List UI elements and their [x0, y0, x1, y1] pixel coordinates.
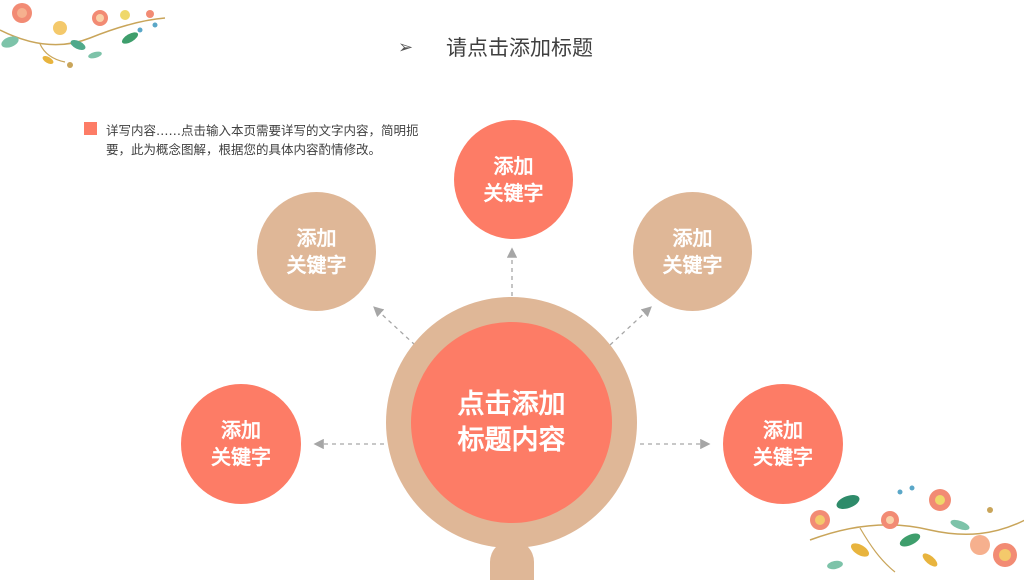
- node-label-line1: 添加: [296, 225, 337, 250]
- node-label-line1: 添加: [493, 153, 534, 178]
- hub-label-line2: 标题内容: [457, 424, 566, 456]
- node-label-line2: 关键字: [286, 252, 347, 277]
- node-lower-left[interactable]: 添加 关键字: [181, 384, 301, 504]
- node-label-line2: 关键字: [483, 180, 544, 205]
- page-title-bar: ➢ 请点击添加标题: [398, 32, 593, 62]
- arrow-right-icon: ➢: [398, 36, 414, 58]
- node-top[interactable]: 添加 关键字: [454, 120, 573, 239]
- node-label-line2: 关键字: [753, 445, 813, 469]
- node-label-line1: 添加: [672, 225, 713, 250]
- bullet-square-icon: [84, 122, 97, 135]
- node-lower-right[interactable]: 添加 关键字: [723, 384, 843, 504]
- floral-decoration-bottom-right: [809, 485, 1024, 573]
- node-label-line1: 添加: [221, 418, 261, 442]
- hub-label-line1: 点击添加: [457, 388, 566, 420]
- node-label-line1: 添加: [763, 418, 803, 442]
- node-upper-left[interactable]: 添加 关键字: [257, 192, 376, 311]
- page-title[interactable]: 请点击添加标题: [446, 36, 593, 60]
- node-label-line2: 关键字: [662, 252, 723, 277]
- node-label-line2: 关键字: [211, 445, 271, 469]
- note-block: 详写内容……点击输入本页需要详写的文字内容，简明扼要，此为概念图解，根据您的具体…: [84, 121, 424, 159]
- arrow-to-upper-left: [373, 306, 416, 346]
- floral-decoration-top-left: [0, 3, 166, 68]
- node-upper-right[interactable]: 添加 关键字: [633, 192, 752, 311]
- arrow-to-upper-right: [609, 306, 652, 346]
- hub-node[interactable]: 点击添加 标题内容: [411, 322, 612, 523]
- note-text[interactable]: 详写内容……点击输入本页需要详写的文字内容，简明扼要，此为概念图解，根据您的具体…: [106, 123, 419, 157]
